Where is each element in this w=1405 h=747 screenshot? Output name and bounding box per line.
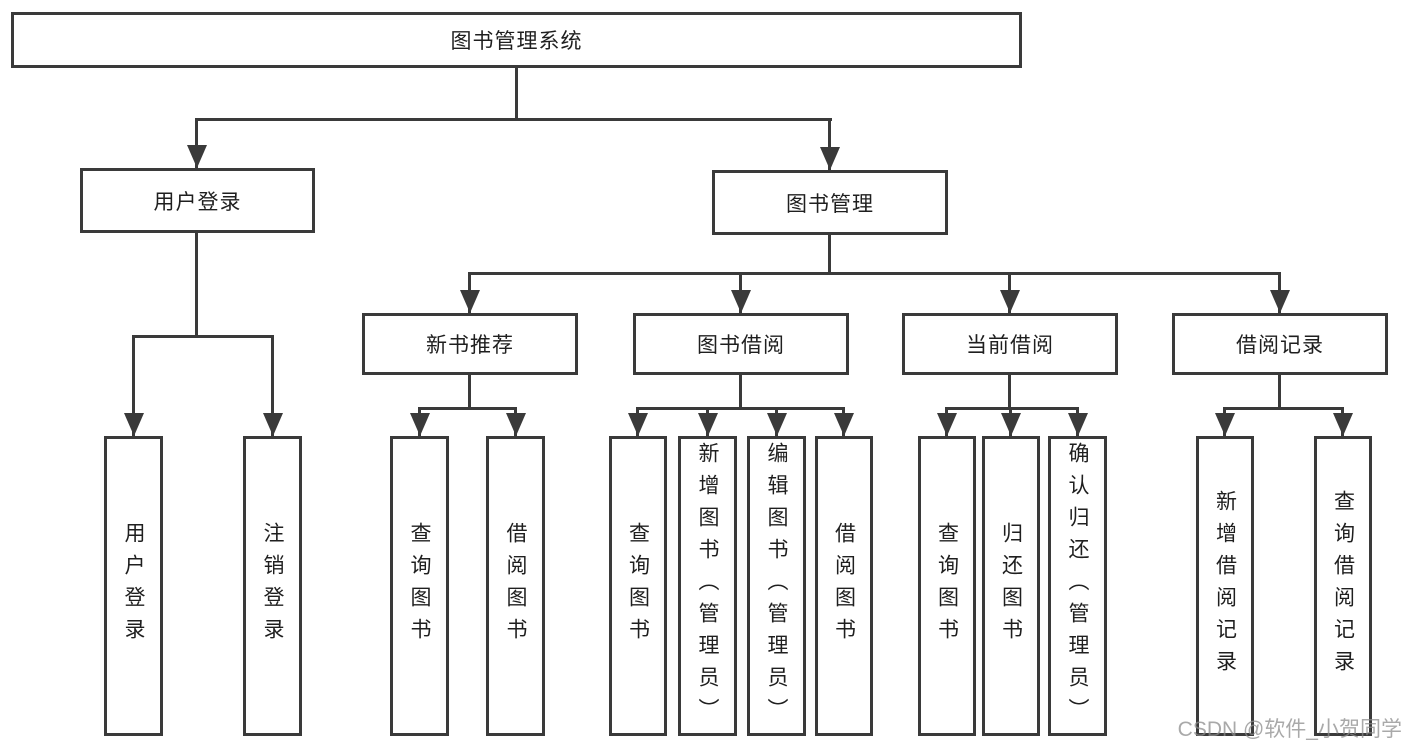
node-book-borrowing: 图书借阅 bbox=[633, 313, 849, 375]
arrow-to-leaf-add-book-admin bbox=[697, 407, 718, 436]
connector-borrow-records-rail bbox=[1223, 407, 1344, 410]
leaf-user-login-label: 用户登录 bbox=[122, 522, 145, 650]
connector-book-borrowing-stem bbox=[739, 375, 742, 409]
connector-new-book-recommend-rail bbox=[418, 407, 517, 410]
leaf-add-borrow-record: 新增借阅记录 bbox=[1196, 436, 1254, 736]
leaf-query-borrow-record: 查询借阅记录 bbox=[1314, 436, 1372, 736]
leaf-add-borrow-record-label: 新增借阅记录 bbox=[1213, 490, 1237, 682]
node-borrow-records: 借阅记录 bbox=[1172, 313, 1388, 375]
leaf-query-books-borrowing-label: 查询图书 bbox=[626, 522, 650, 650]
connector-book-borrowing-rail bbox=[636, 407, 845, 410]
leaf-return-book-label: 归还图书 bbox=[999, 522, 1023, 650]
leaf-borrow-books-borrowing-label: 借阅图书 bbox=[832, 522, 856, 650]
arrow-to-current-borrowing bbox=[999, 272, 1020, 313]
arrow-to-leaf-borrow-books-borrowing bbox=[833, 407, 854, 436]
arrow-to-leaf-confirm-return-admin bbox=[1067, 407, 1088, 436]
leaf-confirm-return-admin: 确认归还（管理员） bbox=[1048, 436, 1107, 736]
connector-current-borrowing-stem bbox=[1008, 375, 1011, 409]
leaf-add-book-admin-label: 新增图书（管理员） bbox=[696, 442, 719, 730]
arrow-to-leaf-logout bbox=[262, 335, 283, 436]
leaf-query-books-current: 查询图书 bbox=[918, 436, 976, 736]
leaf-edit-book-admin-label: 编辑图书（管理员） bbox=[765, 442, 788, 730]
connector-new-book-recommend-stem bbox=[468, 375, 471, 409]
node-borrow-records-label: 借阅记录 bbox=[1236, 334, 1324, 357]
leaf-query-books-current-label: 查询图书 bbox=[935, 522, 959, 650]
leaf-user-login: 用户登录 bbox=[104, 436, 163, 736]
connector-user-login-rail bbox=[132, 335, 274, 338]
leaf-query-borrow-record-label: 查询借阅记录 bbox=[1331, 490, 1355, 682]
node-root: 图书管理系统 bbox=[11, 12, 1022, 68]
node-user-login: 用户登录 bbox=[80, 168, 315, 233]
node-book-borrowing-label: 图书借阅 bbox=[697, 334, 785, 357]
leaf-add-book-admin: 新增图书（管理员） bbox=[678, 436, 737, 736]
arrow-to-user-login bbox=[186, 118, 207, 168]
arrow-to-leaf-query-books-borrowing bbox=[627, 407, 648, 436]
node-current-borrowing: 当前借阅 bbox=[902, 313, 1118, 375]
node-root-label: 图书管理系统 bbox=[450, 30, 583, 53]
arrow-to-leaf-edit-book-admin bbox=[766, 407, 787, 436]
arrow-to-leaf-query-books-recommend bbox=[409, 407, 430, 436]
leaf-logout-label: 注销登录 bbox=[261, 522, 284, 650]
leaf-query-books-recommend: 查询图书 bbox=[390, 436, 449, 736]
node-user-login-label: 用户登录 bbox=[153, 190, 242, 214]
leaf-query-books-borrowing: 查询图书 bbox=[609, 436, 667, 736]
leaf-query-books-recommend-label: 查询图书 bbox=[408, 522, 431, 650]
leaf-borrow-books-recommend-label: 借阅图书 bbox=[504, 522, 527, 650]
connector-current-borrowing-rail bbox=[945, 407, 1079, 410]
leaf-edit-book-admin: 编辑图书（管理员） bbox=[747, 436, 806, 736]
node-book-management-label: 图书管理 bbox=[786, 192, 874, 216]
connector-borrow-records-stem bbox=[1278, 375, 1281, 409]
arrow-to-leaf-user-login bbox=[123, 335, 144, 436]
leaf-return-book: 归还图书 bbox=[982, 436, 1040, 736]
leaf-logout: 注销登录 bbox=[243, 436, 302, 736]
connector-level1-rail bbox=[196, 118, 832, 121]
node-new-book-recommend-label: 新书推荐 bbox=[426, 334, 514, 357]
arrow-to-new-book-recommend bbox=[459, 272, 480, 313]
leaf-confirm-return-admin-label: 确认归还（管理员） bbox=[1066, 442, 1089, 730]
arrow-to-leaf-borrow-books-recommend bbox=[505, 407, 526, 436]
leaf-borrow-books-borrowing: 借阅图书 bbox=[815, 436, 873, 736]
connector-user-login-stem bbox=[195, 233, 198, 337]
arrow-to-book-borrowing bbox=[730, 272, 751, 313]
node-current-borrowing-label: 当前借阅 bbox=[966, 334, 1054, 357]
arrow-to-borrow-records bbox=[1269, 272, 1290, 313]
leaf-borrow-books-recommend: 借阅图书 bbox=[486, 436, 545, 736]
arrow-to-leaf-add-borrow-record bbox=[1214, 407, 1235, 436]
node-book-management: 图书管理 bbox=[712, 170, 948, 235]
arrow-to-book-management bbox=[819, 118, 840, 170]
connector-book-management-stem bbox=[828, 235, 831, 274]
arrow-to-leaf-query-borrow-record bbox=[1332, 407, 1353, 436]
connector-root-stem bbox=[515, 68, 518, 120]
connector-level3-rail bbox=[468, 272, 1281, 275]
node-new-book-recommend: 新书推荐 bbox=[362, 313, 578, 375]
arrow-to-leaf-return-book bbox=[1000, 407, 1021, 436]
csdn-watermark: CSDN @软件_小贺同学 bbox=[1177, 718, 1402, 741]
arrow-to-leaf-query-books-current bbox=[936, 407, 957, 436]
